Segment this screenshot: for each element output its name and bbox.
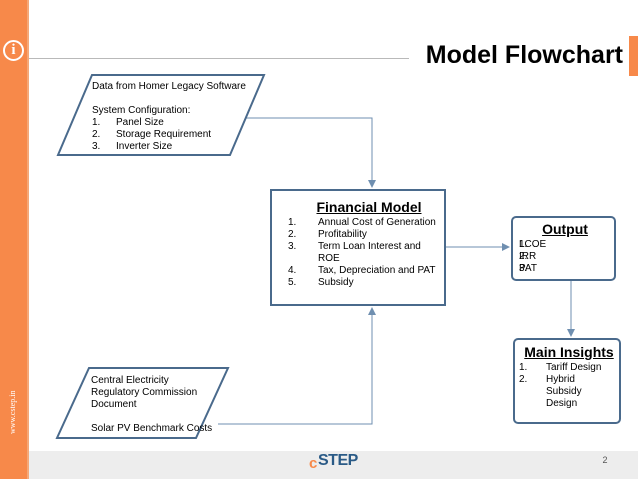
title-area: Model Flowchart <box>29 36 623 81</box>
list-item: 2.Storage Requirement <box>92 129 212 140</box>
info-icon: i <box>3 40 24 61</box>
left-accent-strip <box>27 0 29 479</box>
cstep-logo: c STEP <box>309 451 358 472</box>
list-item: 5.Subsidy <box>288 277 354 288</box>
financial-model-node: Financial Model 1.Annual Cost of Generat… <box>270 189 446 306</box>
list-item: 1.Panel Size <box>92 117 164 128</box>
regulatory-input-shape <box>55 367 230 439</box>
edge-homer-input-to-financial-model <box>232 117 376 188</box>
output-title: Output <box>542 221 588 237</box>
list-item: 3.PAT <box>519 263 537 274</box>
homer-input-node: Data from Homer Legacy Software System C… <box>56 74 266 156</box>
logo-initial: c <box>309 455 318 472</box>
page-number: 2 <box>602 455 608 465</box>
regulatory-input-line-4: Solar PV Benchmark Costs <box>91 423 213 434</box>
left-accent-bar <box>0 0 27 479</box>
output-node: Output 1.LCOE 2.IRR 3.PAT <box>511 216 616 281</box>
homer-input-shape <box>56 74 266 156</box>
list-item: 2.Hybrid Subsidy Design <box>519 374 582 409</box>
page-title: Model Flowchart <box>425 41 623 69</box>
list-item: 1.LCOE <box>519 239 547 250</box>
title-rule <box>29 58 409 59</box>
footer-band <box>29 451 638 479</box>
homer-input-subheading: System Configuration: <box>92 105 191 116</box>
main-insights-node: Main Insights 1.Tariff Design 2.Hybrid S… <box>513 338 621 424</box>
list-item: 2.Profitability <box>288 229 367 240</box>
logo-text: STEP <box>318 452 358 469</box>
list-item: 1.Tariff Design <box>519 362 602 373</box>
regulatory-input-line-1: Central Electricity <box>91 375 169 386</box>
edge-regulatory-input-to-financial-model <box>218 307 376 425</box>
list-item: 4.Tax, Depreciation and PAT <box>288 265 436 276</box>
main-insights-title: Main Insights <box>524 344 614 360</box>
regulatory-input-line-3: Document <box>91 399 137 410</box>
regulatory-input-node: Central Electricity Regulatory Commissio… <box>55 367 230 439</box>
regulatory-input-line-2: Regulatory Commission <box>91 387 198 398</box>
list-item: 3.Inverter Size <box>92 141 173 152</box>
financial-model-title: Financial Model <box>316 199 422 215</box>
title-accent-bar <box>629 36 638 76</box>
list-item: 2.IRR <box>519 251 537 262</box>
homer-input-heading: Data from Homer Legacy Software <box>92 81 246 92</box>
list-item: 3.Term Loan Interest and ROE <box>288 241 421 264</box>
list-item: 1.Annual Cost of Generation <box>288 217 436 228</box>
